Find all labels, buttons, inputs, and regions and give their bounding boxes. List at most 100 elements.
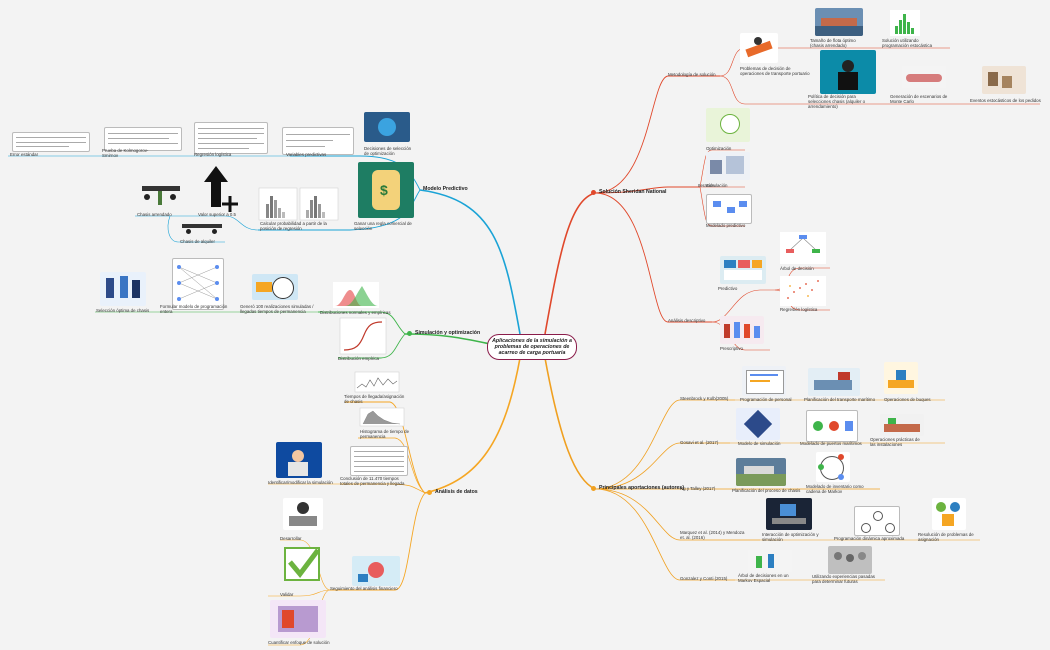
- optimization-simulation-image: [766, 498, 812, 530]
- developer-image: [283, 498, 323, 530]
- arrival-times-thumbnail: [354, 371, 400, 393]
- decision-tree-thumbnail: [780, 232, 826, 264]
- node-variables[interactable]: Variables predictivas: [286, 152, 327, 157]
- bullet-icon: [427, 489, 432, 495]
- simulation-image: [706, 152, 750, 180]
- node-modelado-inv[interactable]: Modelado de inventario como cadena de Ma…: [806, 484, 864, 495]
- node-interaccion[interactable]: Interacción de optimización y simulación: [762, 532, 819, 543]
- port-modeling-image: [806, 410, 858, 442]
- node-utilizando[interactable]: Utilizando experiencias pasadas para det…: [812, 574, 875, 585]
- node-ng[interactable]: Ng y Talley (2017): [680, 486, 716, 491]
- node-seleccion[interactable]: Selección óptima de chasis: [96, 308, 150, 313]
- node-decisiones[interactable]: Decisiones de selección de optimización: [364, 146, 412, 157]
- node-desarrollar[interactable]: Desarrollar: [280, 536, 302, 541]
- central-topic[interactable]: Aplicaciones de la simulación a problema…: [487, 334, 577, 360]
- money-jar-image: $: [358, 162, 414, 218]
- node-regresion[interactable]: Regresión logística: [194, 152, 232, 157]
- markov-chain-image: [816, 452, 850, 482]
- node-formular[interactable]: Formular modelo de programación entera: [160, 304, 228, 315]
- branch-label: Principales aportaciones (autores): [599, 485, 685, 491]
- clock-time-image: [252, 274, 298, 300]
- branch-label: Simulación y optimización: [415, 330, 481, 336]
- node-histograma[interactable]: Histograma de tiempo de permanencia: [360, 429, 410, 440]
- checkmark-icon: [284, 547, 320, 581]
- node-optimizacion[interactable]: Optimización: [706, 146, 732, 151]
- node-planificacion-chasis[interactable]: Planificación del proceso de chasis: [732, 488, 801, 493]
- node-calcular[interactable]: Calcular probabilidad a partir de la pos…: [260, 221, 327, 232]
- node-metodologia[interactable]: Metodología de solución: [668, 72, 716, 77]
- node-regresion-log[interactable]: Regresión logística: [780, 307, 818, 312]
- node-eventos[interactable]: Eventos estocásticos de los pedidos: [970, 98, 1041, 103]
- distribution-curves-thumbnail: [333, 282, 379, 308]
- node-distribuciones[interactable]: Distribuciones normales y empíricas: [320, 310, 391, 315]
- predictive-model-image: [706, 194, 752, 224]
- node-problemas[interactable]: Problemas de decisión de operaciones de …: [740, 66, 810, 77]
- branch-label: Solución Sheridan National: [599, 189, 667, 195]
- node-operaciones-buques[interactable]: Operaciones de buques: [884, 397, 931, 402]
- decision-image: [364, 112, 410, 142]
- prescriptive-image: [720, 316, 764, 344]
- up-arrow-plus-icon: [204, 166, 238, 212]
- node-empirica[interactable]: Distribución empírica: [338, 356, 379, 361]
- node-tiempos[interactable]: Tiempos de llegada/asignación de chasis: [344, 394, 405, 405]
- node-errores[interactable]: Error estándar: [10, 152, 39, 157]
- node-chasis[interactable]: Chasis arrendado: [137, 212, 172, 217]
- error-table-image: [12, 132, 90, 152]
- node-resolucion[interactable]: Resolución de problemas de asignación: [918, 532, 974, 543]
- branch-modelo-predictivo[interactable]: Modelo Predictivo: [423, 186, 468, 192]
- node-iteracion[interactable]: Iteración: [698, 183, 715, 188]
- node-gosavi[interactable]: Gosavi et al. (2017): [680, 440, 719, 445]
- node-cuantificar[interactable]: Cuantificar enfoque de solución: [268, 640, 330, 645]
- node-tamano[interactable]: Tamaño de flota óptimo (chasis arrendado…: [810, 38, 856, 49]
- branch-label: Análisis de datos: [435, 489, 478, 495]
- node-programacion-personal[interactable]: Programación de personal: [740, 397, 792, 402]
- network-graph-icon: [177, 265, 219, 301]
- node-arbol[interactable]: Árbol de decisión: [780, 266, 814, 271]
- branch-aportaciones[interactable]: Principales aportaciones (autores): [591, 485, 684, 491]
- node-seguimiento[interactable]: Seguimiento del análisis financiero: [330, 586, 398, 591]
- maritime-transport-image: [808, 368, 860, 396]
- growth-chart-thumbnail: [890, 10, 920, 36]
- node-conclusion[interactable]: Conclusión de 11.470 tiempos totales de …: [340, 476, 405, 487]
- node-programacion-din[interactable]: Programación dinámica aproximada: [834, 536, 905, 541]
- node-chasis-alquiler[interactable]: Chasis de alquiler: [180, 239, 215, 244]
- leased-chassis-image: [140, 180, 182, 210]
- node-modelo-sim[interactable]: Modelo de simulación: [738, 441, 781, 446]
- node-marquez[interactable]: Marquez et al. (2014) y Mendoza et. al. …: [680, 530, 745, 541]
- network-model-image: [172, 258, 224, 310]
- node-modelado[interactable]: Modelado predictivo: [706, 223, 746, 228]
- node-predictivo[interactable]: Predictivo: [718, 286, 738, 291]
- node-validar[interactable]: Validar: [280, 592, 294, 597]
- node-politica[interactable]: Política de decisión para selecciones ch…: [808, 94, 866, 110]
- node-identificar[interactable]: Identificar/modificar la simulación: [268, 480, 333, 485]
- node-solucion-prog[interactable]: Solución utilizando programación estocás…: [882, 38, 933, 49]
- node-simulacion[interactable]: Simulación: [706, 183, 728, 188]
- ship-operations-image: [884, 362, 918, 394]
- past-experience-image: [828, 546, 872, 574]
- node-arbol-decisiones[interactable]: Árbol de decisiones en un Markov Espacia…: [738, 573, 789, 584]
- branch-simulacion[interactable]: Simulación y optimización: [407, 330, 480, 336]
- branch-label: Modelo Predictivo: [423, 186, 468, 192]
- node-generacion[interactable]: Generación de escenarios de Monte Carlo: [890, 94, 948, 105]
- node-analisis-desc[interactable]: Análisis descriptivo: [668, 318, 706, 323]
- node-prescriptivo[interactable]: Prescriptivo: [720, 346, 743, 351]
- node-valor[interactable]: Valor superior a 0.5: [198, 212, 236, 217]
- node-prueba[interactable]: Prueba de Kolmogorov-Smirnov: [102, 148, 149, 159]
- staff-schedule-image: [742, 366, 786, 396]
- empirical-cdf-thumbnail: [339, 317, 387, 355]
- node-generar[interactable]: Generó 100 realizaciones simuladas / lle…: [240, 304, 314, 315]
- branch-analisis[interactable]: Análisis de datos: [427, 489, 478, 495]
- node-operaciones-puerto[interactable]: Operaciones prácticas de las instalacion…: [870, 437, 920, 448]
- node-gonzalez[interactable]: Gonzalez y Conti (2015): [680, 576, 728, 581]
- node-modelado-puertos[interactable]: Modelado de puertos marítimos: [800, 441, 862, 446]
- simulation-model-image: [736, 408, 780, 440]
- stochastic-events-image: [982, 66, 1026, 94]
- node-ganar[interactable]: Ganar una regla comercial de selección: [354, 221, 412, 232]
- node-planificacion[interactable]: Planificación del transporte marítimo: [804, 397, 876, 402]
- rental-chassis-image: [180, 220, 224, 236]
- branch-solucion[interactable]: Solución Sheridan National: [591, 189, 666, 195]
- financial-analysis-image: [352, 556, 400, 586]
- bullet-icon: [591, 189, 596, 195]
- node-steenbrock[interactable]: Steenbrock y Kolb(2005): [680, 396, 729, 401]
- bullet-icon: [407, 330, 412, 336]
